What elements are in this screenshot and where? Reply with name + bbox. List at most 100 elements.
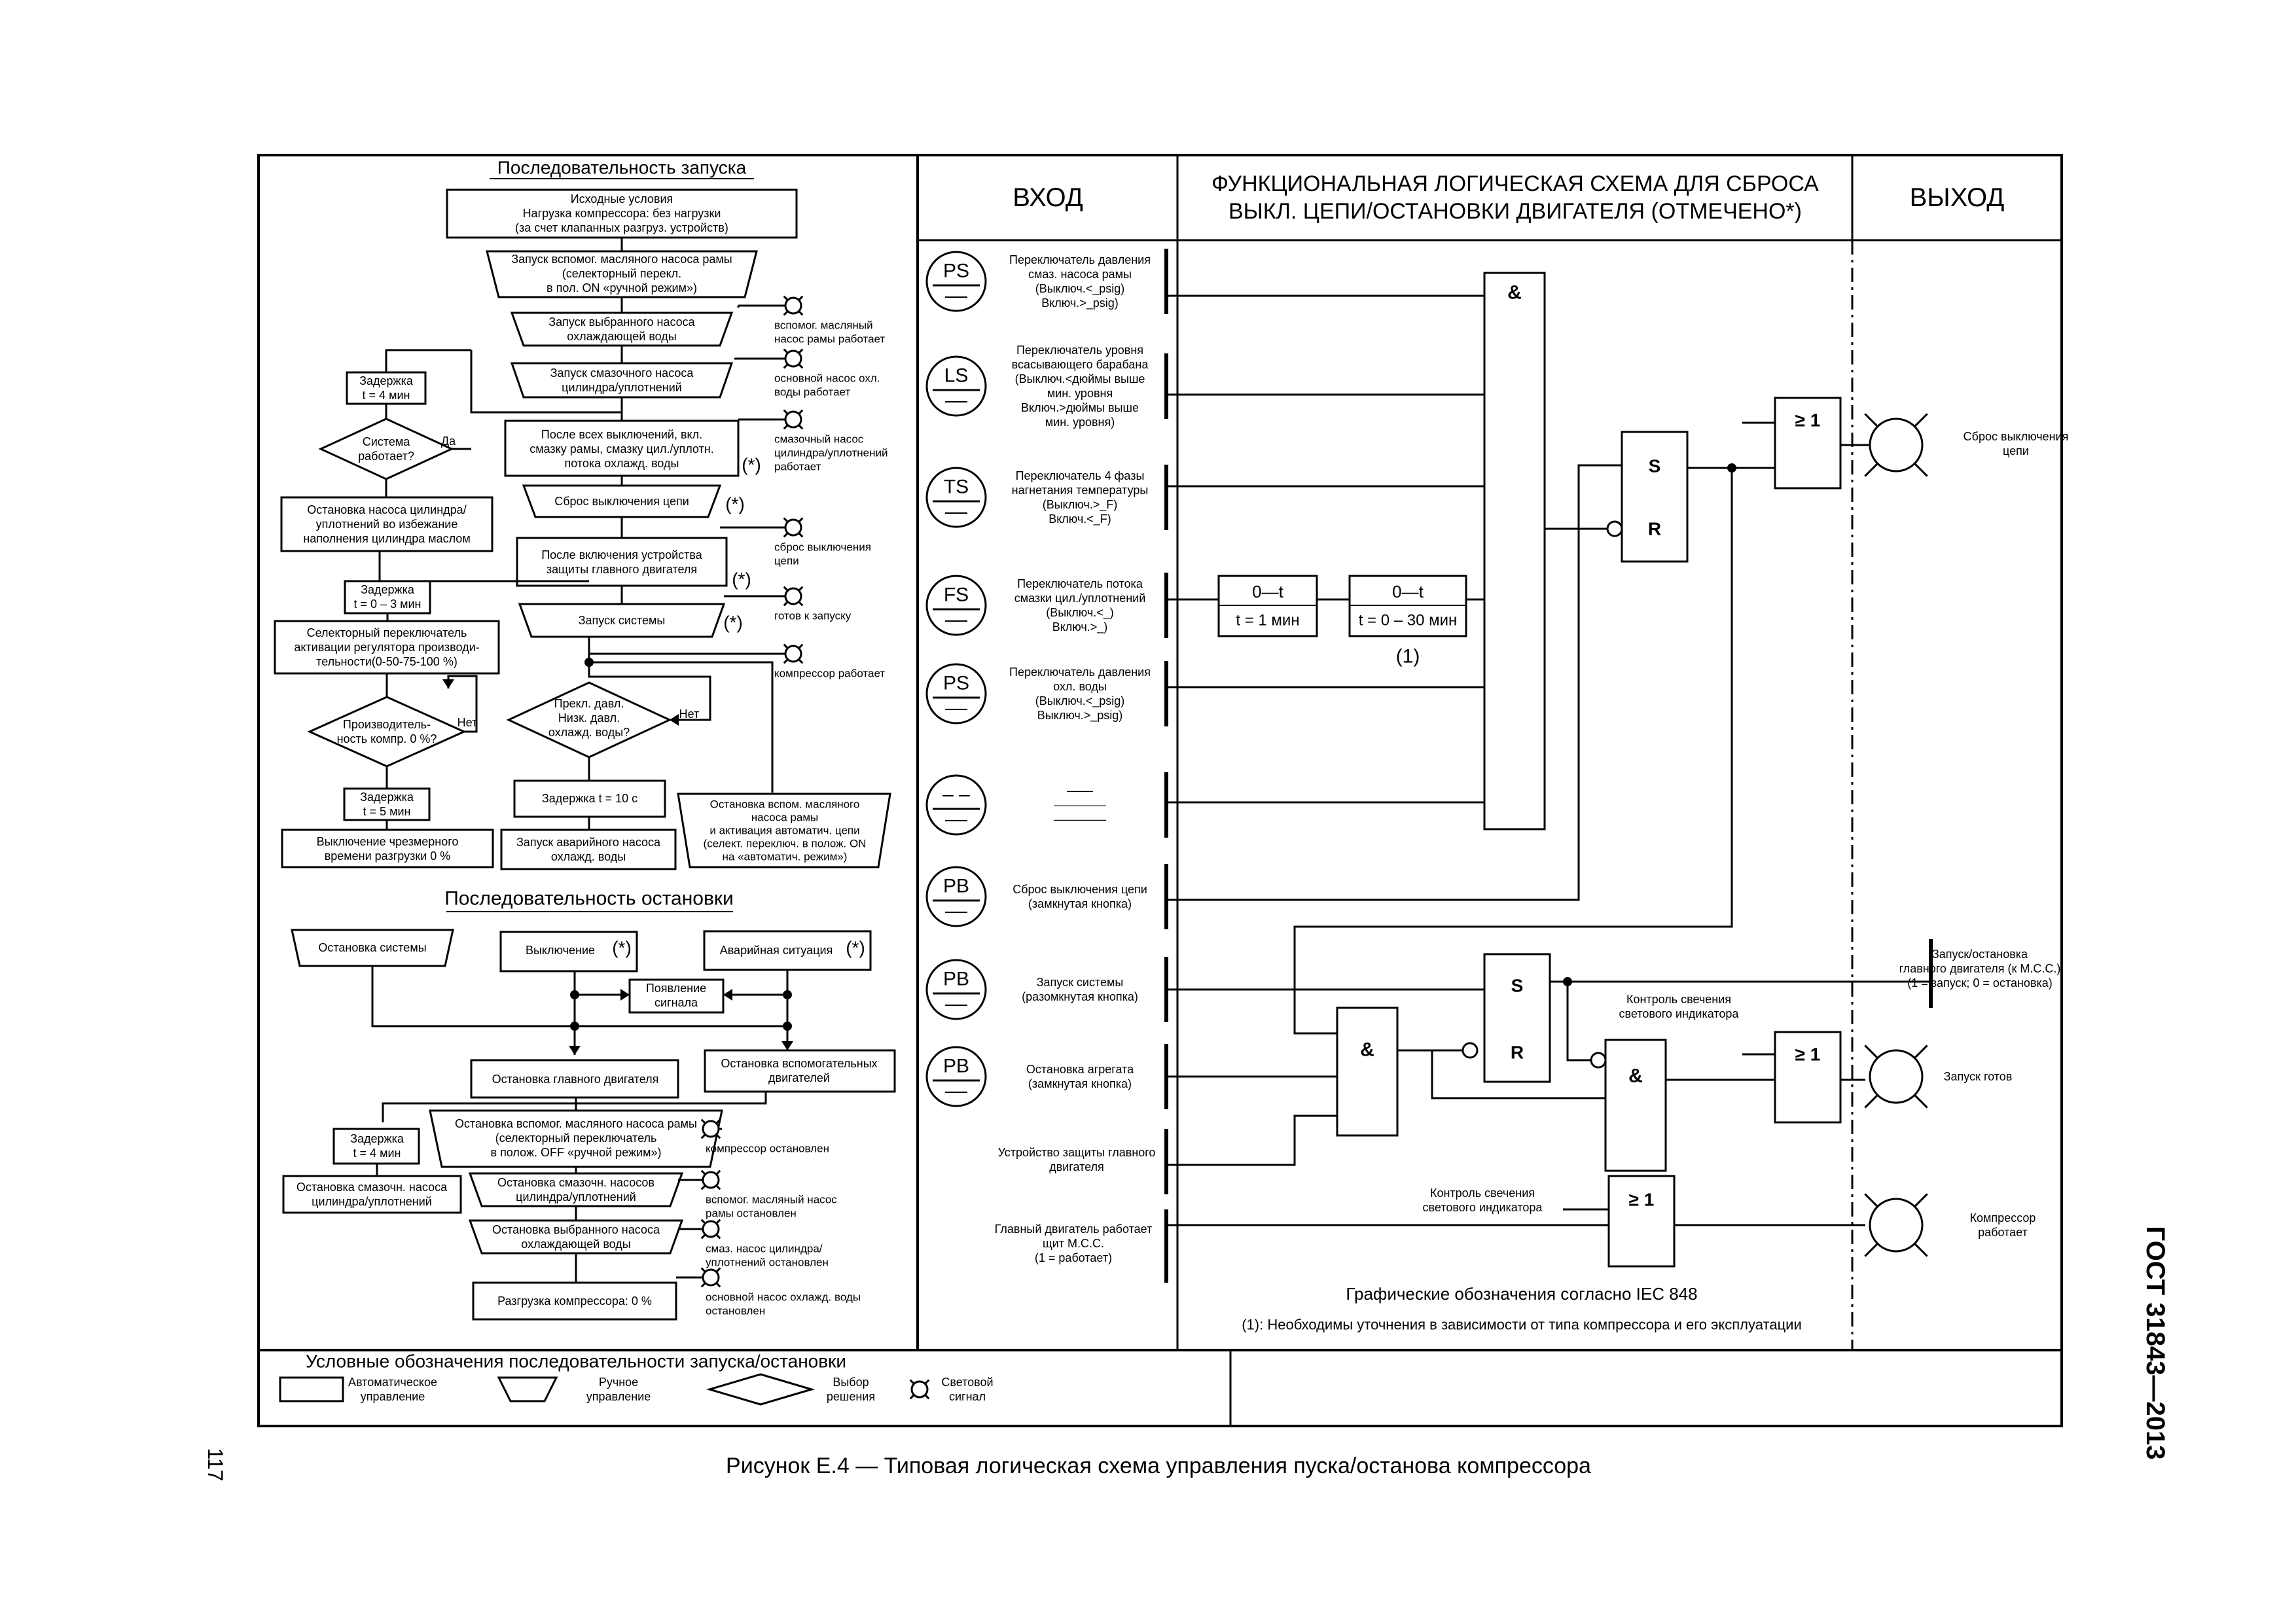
label: управление bbox=[586, 1390, 651, 1403]
input-description: (разомкнутая кнопка) bbox=[1022, 990, 1138, 1003]
cyl-pumps-stop-box bbox=[468, 1172, 684, 1207]
arrowhead bbox=[569, 1046, 581, 1055]
sensor-code: PS bbox=[943, 260, 969, 282]
connector-line bbox=[588, 662, 711, 721]
label: 0—t bbox=[1252, 582, 1283, 601]
unload-off-box bbox=[281, 829, 494, 868]
input-description: смазки цил./уплотнений bbox=[1014, 592, 1146, 605]
label: управление bbox=[361, 1390, 425, 1403]
label: Система bbox=[363, 435, 410, 448]
signal-light-icon bbox=[783, 409, 804, 430]
legend-auto-box bbox=[279, 1376, 344, 1402]
sr-latch-bottom bbox=[1483, 953, 1551, 1083]
label: охлажд. воды bbox=[551, 850, 626, 863]
standard-number: ГОСТ 31843—2013 bbox=[2141, 1226, 2170, 1460]
label: охлаждающей воды bbox=[521, 1238, 630, 1251]
light-circle bbox=[784, 645, 802, 663]
arrowhead bbox=[620, 989, 630, 1001]
signal-label: готов к запуску bbox=[774, 610, 852, 622]
label: S bbox=[1511, 976, 1524, 996]
label: ≥ 1 bbox=[1629, 1190, 1655, 1210]
delay-10s-box bbox=[513, 779, 666, 818]
label: (селект. переключ. в полож. ON bbox=[704, 838, 867, 850]
signal-label: вспомог. масляный bbox=[774, 319, 873, 332]
stop-cylinder-pump-box bbox=[280, 496, 493, 552]
sensor-code: – – bbox=[942, 784, 970, 806]
input-sensor-icon bbox=[925, 355, 987, 417]
label: Запуск системы bbox=[579, 614, 666, 627]
stop-sequence-title: Последовательность остановки bbox=[444, 888, 734, 910]
after-protection-box bbox=[516, 537, 728, 587]
stop-signal-label: основной насос охлажд. воды bbox=[706, 1291, 861, 1304]
input-description: всасывающего барабана bbox=[1012, 358, 1149, 371]
arrowhead bbox=[781, 1041, 793, 1050]
label: Световой bbox=[941, 1376, 993, 1389]
aux-oil-stop-box bbox=[677, 793, 891, 868]
star-mark: (*) bbox=[742, 455, 761, 475]
input-sensor-icon bbox=[925, 575, 987, 636]
label: t = 4 мин bbox=[353, 1147, 401, 1160]
label: ≥ 1 bbox=[1795, 410, 1821, 431]
input-description: (1 = работает) bbox=[1035, 1251, 1112, 1264]
label: t = 4 мин bbox=[363, 389, 410, 402]
input-sensor-icon bbox=[925, 866, 987, 927]
signal-label: сброс выключения bbox=[774, 541, 871, 554]
output-label: Сброс выключения bbox=[1964, 430, 2069, 443]
output-label: главного двигателя (к М.С.С.) bbox=[1899, 962, 2061, 975]
sr-latch-top bbox=[1621, 431, 1689, 563]
cyl-pump-stop-box bbox=[282, 1175, 462, 1214]
reset-input-line bbox=[1166, 464, 1622, 901]
label: После включения устройства bbox=[541, 548, 703, 562]
inversion-circle bbox=[1606, 520, 1623, 537]
label: уплотнений во избежание bbox=[316, 518, 458, 531]
input-description: охл. воды bbox=[1053, 680, 1107, 693]
label: Остановка смазочн. насосов bbox=[497, 1176, 655, 1189]
cooling-pump-start-box bbox=[510, 312, 734, 347]
stop-signal-light-icon bbox=[700, 1219, 721, 1240]
label: сигнал bbox=[949, 1390, 986, 1403]
light-control-label: светового индикатора bbox=[1423, 1201, 1543, 1214]
no-label: Нет bbox=[457, 716, 478, 729]
light-circle bbox=[702, 1220, 720, 1238]
input-description: двигателя bbox=[1049, 1160, 1104, 1173]
output-label: работает bbox=[1978, 1226, 2028, 1239]
label: наполнения цилиндра маслом bbox=[303, 532, 470, 545]
input-description: смаз. насоса рамы bbox=[1028, 268, 1132, 281]
output-header: ВЫХОД bbox=[1910, 183, 2005, 212]
input-description: Остановка агрегата bbox=[1026, 1063, 1134, 1076]
signal-label: воды работает bbox=[774, 386, 850, 399]
label: Появление bbox=[646, 982, 706, 995]
connector-line bbox=[382, 1092, 767, 1122]
input-description: Выключ.>_psig) bbox=[1037, 709, 1123, 722]
loop-line bbox=[385, 349, 471, 374]
input-sensor-icon bbox=[925, 774, 987, 836]
logic-header: ФУНКЦИОНАЛЬНАЯ ЛОГИЧЕСКАЯ СХЕМА ДЛЯ СБРО… bbox=[1211, 171, 1819, 196]
label: Запуск выбранного насоса bbox=[548, 315, 695, 329]
legend-manual-box bbox=[497, 1376, 558, 1402]
and-symbol: & bbox=[1507, 282, 1522, 304]
label: ≥ 1 bbox=[1795, 1044, 1821, 1065]
input-description: Включ.<_F) bbox=[1049, 512, 1111, 526]
stop-signal-label: уплотнений остановлен bbox=[706, 1257, 829, 1269]
main-motor-stop-box bbox=[470, 1059, 679, 1099]
label: Запуск вспомог. масляного насоса рамы bbox=[511, 253, 732, 266]
input-description: (Выключ.>_F) bbox=[1043, 498, 1118, 512]
signal-label: работает bbox=[774, 461, 821, 473]
legend-decision-shape bbox=[706, 1373, 816, 1406]
unload-compressor-box bbox=[472, 1281, 677, 1321]
junction-dot bbox=[570, 990, 579, 999]
input-description: Переключатель потока bbox=[1017, 577, 1143, 590]
input-description: Устройство защиты главного bbox=[998, 1146, 1156, 1159]
input-description: мин. уровня bbox=[1047, 387, 1113, 400]
system-start-box bbox=[518, 603, 726, 638]
sensor-code: FS bbox=[944, 584, 969, 606]
sensor-code: PB bbox=[943, 876, 969, 897]
input-description: Включ.>_) bbox=[1052, 620, 1108, 634]
stop-line bbox=[371, 966, 575, 1027]
aux-stop-line bbox=[589, 661, 774, 793]
system-stop-box bbox=[291, 929, 454, 967]
output-running-light-icon bbox=[1864, 1193, 1928, 1257]
or-gate-bottom bbox=[1774, 1031, 1842, 1124]
label: на «автоматич. режим») bbox=[723, 851, 848, 863]
label: в пол. ON «ручной режим») bbox=[547, 281, 697, 294]
